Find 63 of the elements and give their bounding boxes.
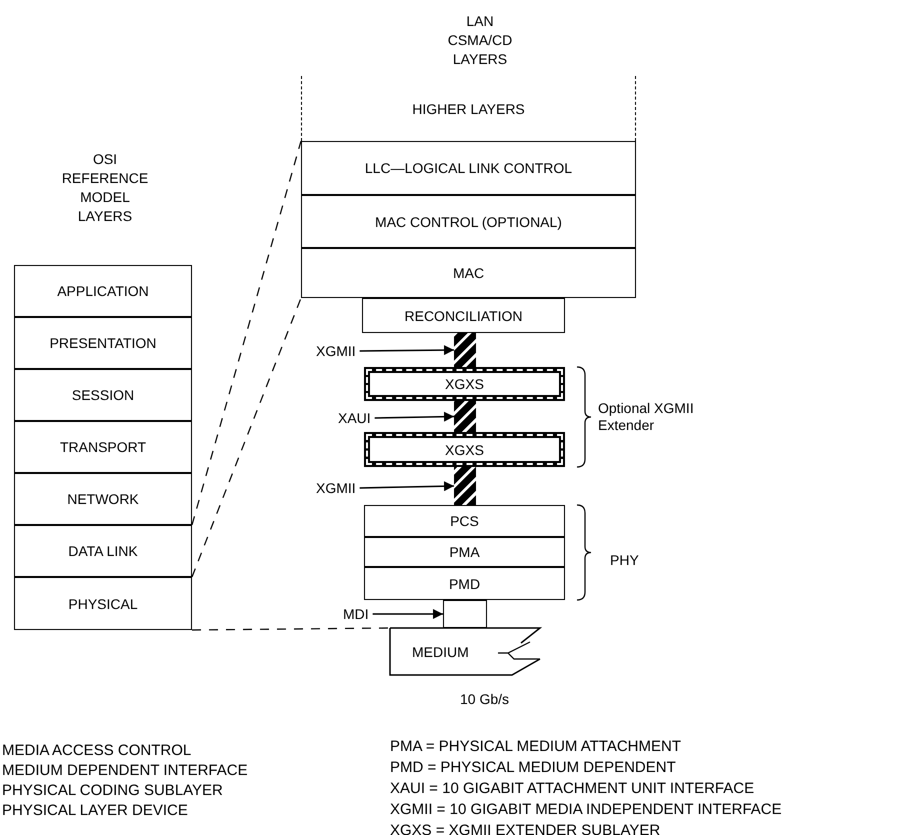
- layer-label: TRANSPORT: [60, 439, 146, 455]
- abbreviation-note: PHYSICAL LAYER DEVICE: [2, 802, 189, 819]
- arrow: [360, 345, 454, 356]
- layer-label: SESSION: [72, 387, 134, 403]
- interface-bar: [454, 401, 476, 432]
- arrow: [360, 481, 454, 492]
- layer-label: XGXS: [445, 376, 484, 392]
- interface-bar: [454, 467, 476, 505]
- layer-box: [14, 473, 192, 525]
- layer-box: [14, 421, 192, 473]
- abbreviation-note: XGMII = 10 GIGABIT MEDIA INDEPENDENT INTERFACE: [390, 801, 783, 818]
- mapping-line: [191, 140, 302, 526]
- layer-box: [364, 537, 565, 567]
- connector-box: [443, 600, 487, 628]
- layer-box: [364, 505, 565, 537]
- layer-label: PRESENTATION: [50, 335, 156, 351]
- layer-label: RECONCILIATION: [404, 308, 522, 324]
- data-rate-label: 10 Gb/s: [460, 691, 510, 707]
- layer-label: MEDIUM: [412, 644, 469, 660]
- sublayer-box: [364, 367, 565, 401]
- interface-bar: [454, 333, 476, 367]
- column-heading: LAN CSMA/CD LAYERS: [446, 12, 514, 69]
- layer-box: [14, 369, 192, 421]
- abbreviation-note: PHYSICAL CODING SUBLAYER: [2, 782, 224, 799]
- arrow: [372, 609, 443, 619]
- brace-label: Optional XGMII Extender: [598, 400, 695, 434]
- layer-label: APPLICATION: [57, 283, 149, 299]
- layer-box: [301, 141, 636, 195]
- mapping-line: [192, 627, 390, 631]
- layer-label: MAC: [452, 265, 484, 281]
- sublayer-box: [364, 432, 565, 467]
- layer-box: [364, 567, 565, 600]
- layer-box: [362, 298, 565, 333]
- interface-label: XGMII: [316, 342, 356, 360]
- layer-label: PCS: [450, 513, 479, 529]
- interface-label: MDI: [343, 605, 369, 623]
- abbreviation-note: XGXS = XGMII EXTENDER SUBLAYER: [390, 822, 662, 835]
- layer-label: DATA LINK: [68, 543, 138, 559]
- layer-box: [14, 525, 192, 577]
- abbreviation-note: MEDIUM DEPENDENT INTERFACE: [2, 762, 249, 779]
- layer-box: [14, 317, 192, 369]
- interface-label: XAUI: [338, 409, 371, 427]
- layer-label: PHYSICAL: [68, 596, 138, 612]
- abbreviation-note: PMA = PHYSICAL MEDIUM ATTACHMENT: [390, 738, 682, 755]
- layer-box: [301, 195, 636, 248]
- layer-label: NETWORK: [67, 491, 139, 507]
- layer-label: MAC CONTROL (OPTIONAL): [375, 214, 562, 230]
- mapping-line: [191, 298, 302, 578]
- layer-box: [301, 248, 636, 298]
- arrow: [374, 412, 454, 422]
- brace-label: PHY: [610, 552, 640, 569]
- abbreviation-note: MEDIA ACCESS CONTROL: [2, 742, 192, 759]
- column-heading: OSI REFERENCE MODEL LAYERS: [60, 150, 150, 226]
- interface-label: XGMII: [316, 479, 356, 497]
- layer-box: [14, 577, 192, 630]
- layer-label: PMA: [449, 544, 480, 560]
- abbreviation-note: XAUI = 10 GIGABIT ATTACHMENT UNIT INTERFACE: [390, 780, 756, 797]
- layer-label: XGXS: [445, 442, 484, 458]
- layer-label: HIGHER LAYERS: [412, 100, 525, 116]
- layer-box: [14, 265, 192, 317]
- layer-label: LLC—LOGICAL LINK CONTROL: [364, 160, 572, 176]
- abbreviation-note: PMD = PHYSICAL MEDIUM DEPENDENT: [390, 759, 677, 776]
- layer-label: PMD: [448, 576, 480, 592]
